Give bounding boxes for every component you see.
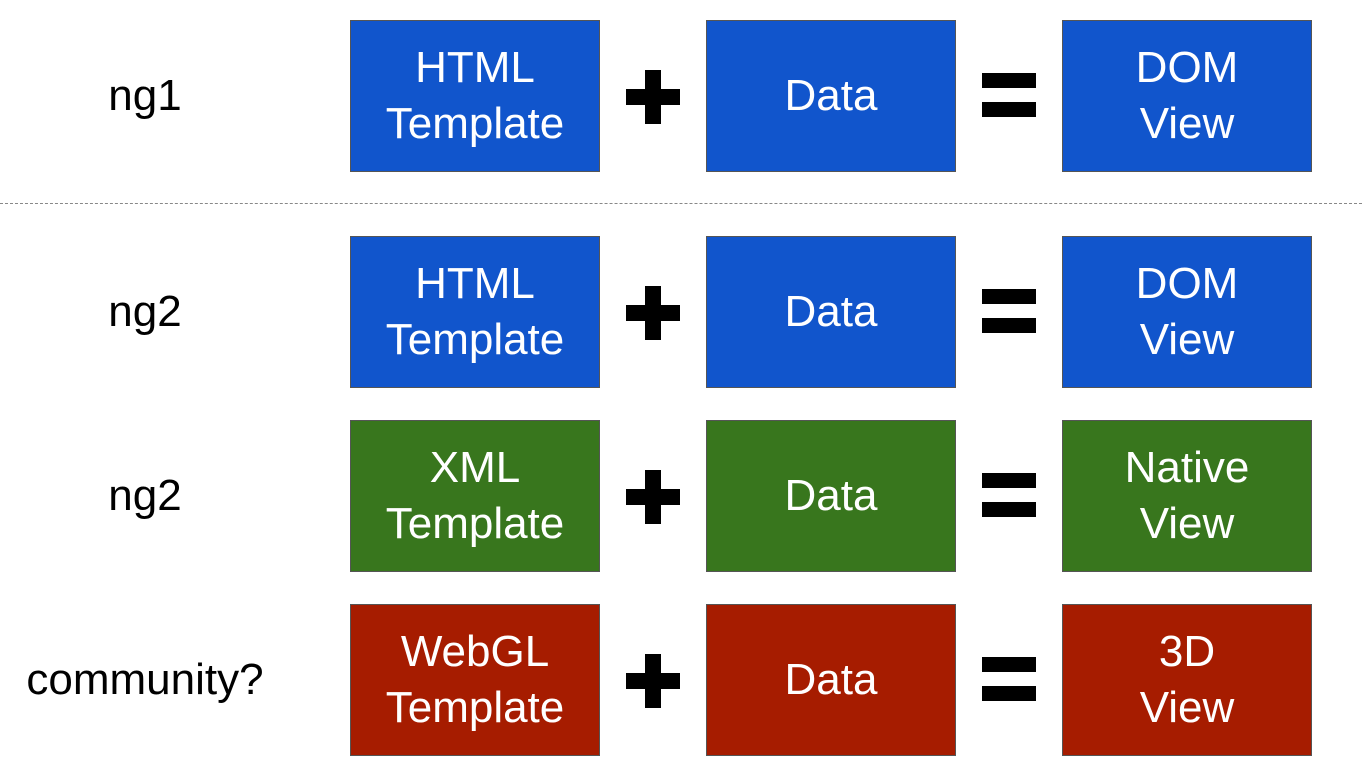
template-line2: Template [385,99,565,148]
equals-icon [982,657,1036,701]
view-line1: 3D [1158,627,1216,676]
template-line2: Template [385,499,565,548]
template-line2: Template [385,315,565,364]
equals-icon [982,289,1036,333]
template-box: XML Template [350,420,600,572]
plus-icon [626,286,680,340]
view-line2: View [1139,99,1235,148]
view-line2: View [1139,499,1235,548]
row-label: community? [26,655,264,704]
view-box: Native View [1062,420,1312,572]
equation-row-ng2-html: ng2 HTML Template Data DOM View [0,236,1362,388]
data-box: Data [706,236,956,388]
data-box: Data [706,420,956,572]
view-box: DOM View [1062,236,1312,388]
template-line1: HTML [415,259,535,308]
template-line1: HTML [415,43,535,92]
view-box: 3D View [1062,604,1312,756]
view-line2: View [1139,315,1235,364]
template-line2: Template [385,683,565,732]
equation-row-community: community? WebGL Template Data 3D View [0,604,1362,756]
data-box: Data [706,20,956,172]
equation-row-ng2-xml: ng2 XML Template Data Native View [0,420,1362,572]
template-line1: XML [429,443,521,492]
view-line1: Native [1124,443,1250,492]
view-line1: DOM [1135,259,1239,308]
template-line1: WebGL [400,627,550,676]
equals-icon [982,73,1036,117]
view-box: DOM View [1062,20,1312,172]
template-box: HTML Template [350,236,600,388]
view-line1: DOM [1135,43,1239,92]
data-label: Data [784,287,878,336]
row-label: ng2 [108,471,182,520]
plus-icon [626,654,680,708]
plus-icon [626,70,680,124]
data-box: Data [706,604,956,756]
equals-icon [982,473,1036,517]
section-divider [0,203,1362,204]
row-label: ng1 [108,71,182,120]
data-label: Data [784,71,878,120]
template-box: WebGL Template [350,604,600,756]
view-line2: View [1139,683,1235,732]
equation-row-ng1: ng1 HTML Template Data DOM View [0,20,1362,172]
row-label: ng2 [108,287,182,336]
data-label: Data [784,471,878,520]
template-box: HTML Template [350,20,600,172]
data-label: Data [784,655,878,704]
plus-icon [626,470,680,524]
